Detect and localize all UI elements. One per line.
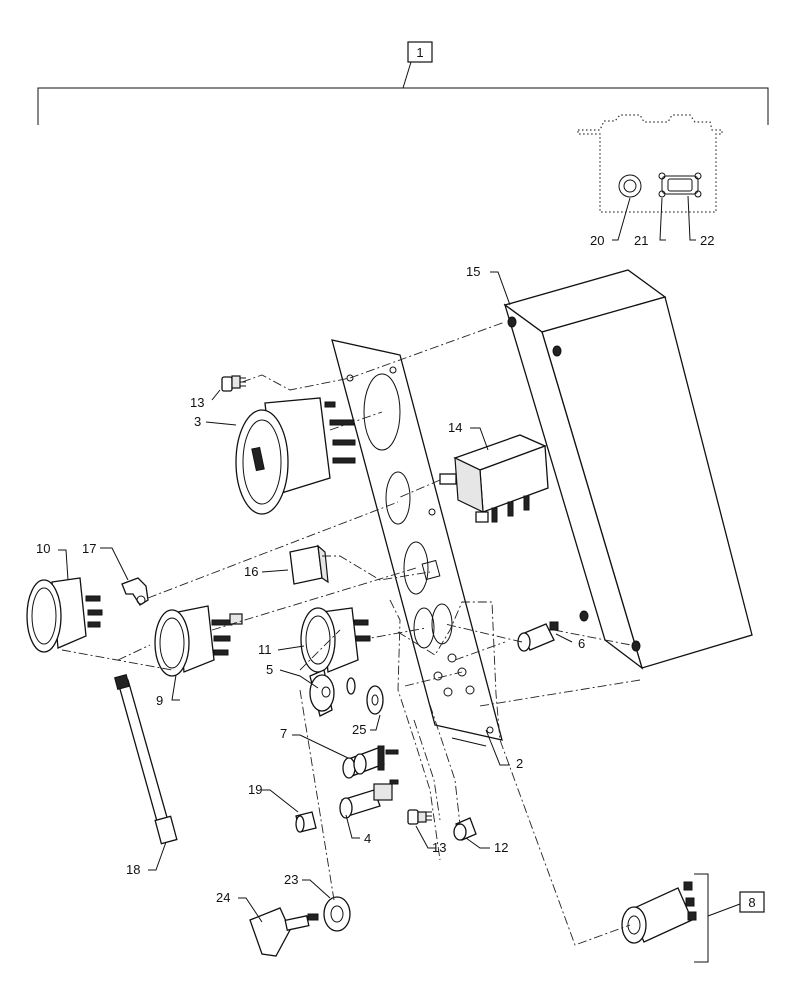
callout-21: 21 bbox=[634, 233, 648, 248]
callout-labels: 2 3 4 5 6 7 9 10 11 12 13 13 14 15 16 17… bbox=[36, 233, 714, 905]
callout-15: 15 bbox=[466, 264, 480, 279]
callout-10: 10 bbox=[36, 541, 50, 556]
callout-6: 6 bbox=[578, 636, 585, 651]
rear-panel-detail bbox=[577, 114, 723, 241]
callout-8: 8 bbox=[748, 895, 755, 910]
small-gauge-left bbox=[26, 577, 103, 653]
large-gauge bbox=[235, 397, 356, 515]
bulb-socket bbox=[517, 621, 559, 652]
callout-23: 23 bbox=[284, 872, 298, 887]
ignition-switch-body bbox=[339, 779, 399, 819]
assembly-bracket: 1 bbox=[37, 41, 769, 125]
callout-19: 19 bbox=[248, 782, 262, 797]
callout-4: 4 bbox=[364, 831, 371, 846]
callout-12: 12 bbox=[494, 840, 508, 855]
callout-25: 25 bbox=[352, 722, 366, 737]
instrument-panel-plate bbox=[331, 339, 503, 741]
callout-3: 3 bbox=[194, 414, 201, 429]
key-and-cap bbox=[249, 896, 351, 957]
relay-module bbox=[439, 434, 549, 523]
elbow-fitting bbox=[121, 577, 149, 606]
bolt-and-spacer bbox=[407, 809, 477, 841]
callout-1: 1 bbox=[416, 45, 423, 60]
bezel-and-washer bbox=[309, 669, 384, 717]
callout-7: 7 bbox=[280, 726, 287, 741]
callout-22: 22 bbox=[700, 233, 714, 248]
callout-9: 9 bbox=[156, 693, 163, 708]
callout-5: 5 bbox=[266, 662, 273, 677]
bolt-top bbox=[221, 375, 246, 392]
callout-16: 16 bbox=[244, 564, 258, 579]
hour-meter bbox=[300, 607, 371, 673]
callout-14: 14 bbox=[448, 420, 462, 435]
callout-24: 24 bbox=[216, 890, 230, 905]
housing-box bbox=[503, 269, 753, 670]
callout-13-top: 13 bbox=[190, 395, 204, 410]
callout-11: 11 bbox=[258, 642, 272, 657]
assembly-lines bbox=[61, 321, 641, 946]
callout-2: 2 bbox=[516, 756, 523, 771]
pin bbox=[295, 811, 317, 833]
capillary-tube bbox=[114, 674, 178, 845]
callout-18: 18 bbox=[126, 862, 140, 877]
small-gauge-center bbox=[154, 605, 243, 677]
callout-leaders bbox=[58, 271, 573, 923]
toggle-switch bbox=[342, 745, 399, 779]
callout-17: 17 bbox=[82, 541, 96, 556]
callout-13-bottom: 13 bbox=[432, 840, 446, 855]
callout-20: 20 bbox=[590, 233, 604, 248]
switch-kit: 8 bbox=[621, 873, 765, 963]
blank-cover bbox=[289, 544, 329, 585]
